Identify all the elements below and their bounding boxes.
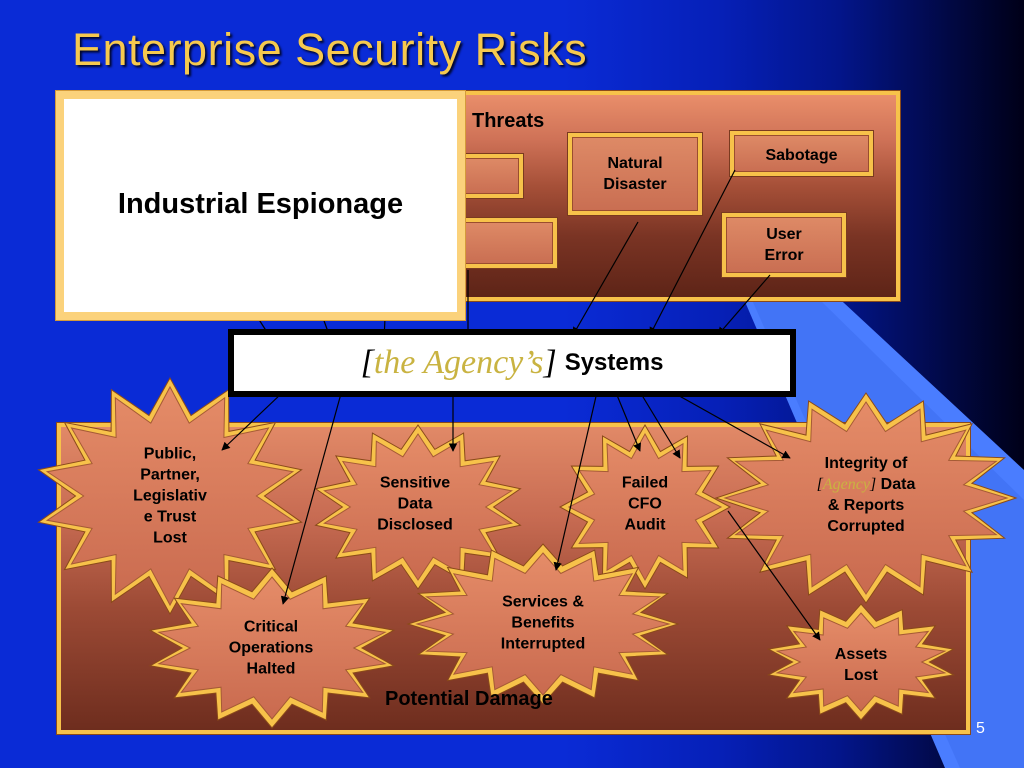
threats-label: Threats [472,110,545,132]
threat-user-error: User Error [722,213,846,277]
connector-arrow [717,274,771,336]
connector-arrow [639,391,681,459]
threat-user-error-label: User Error [764,226,804,264]
threat-sabotage: Sabotage [730,131,873,176]
connector-arrow [572,221,639,336]
damage-sensitive-data-disclosed: Sensitive Data Disclosed [377,474,453,534]
damage-integrity-corrupted: Integrity of [Agency] Data & Reports Cor… [817,453,916,537]
connector-arrow [221,392,283,451]
integrity-suffix: Data & Reports Corrupted [827,476,916,535]
page-number: 5 [976,720,985,737]
burst-critical-ops [157,576,387,720]
threat-sabotage-label: Sabotage [765,147,838,164]
burst-sensitive-data [323,433,513,581]
threat-natural-disaster: Natural Disaster [568,133,702,215]
systems-agency-name: the Agency’s [373,344,544,381]
connector-arrow [727,510,821,641]
connector-arrow [649,169,736,336]
systems-label: Systems [564,349,664,376]
threat-natural-disaster-label: Natural Disaster [603,155,667,193]
integrity-bracket-close: ] [869,476,877,493]
systems-bracket-close: ] [543,344,557,381]
burst-services [415,552,671,696]
integrity-agency: Agency [822,476,870,493]
burst-integrity [723,401,1009,595]
connector-arrow [553,391,598,571]
connector-arrow [280,389,343,605]
agency-systems-box: [the Agency’s] Systems [228,329,796,397]
integrity-prefix: Integrity of [824,455,908,472]
damage-assets-lost: Assets Lost [834,646,888,684]
damage-label: Potential Damage [385,688,553,710]
slide-title: Enterprise Security Risks [72,24,588,75]
damage-public-trust-lost: Public, Partner, Legislativ e Trust Lost [133,445,207,547]
systems-bracket-open: [ [360,344,374,381]
damage-failed-cfo-audit: Failed CFO Audit [621,474,669,534]
damage-critical-operations-halted: Critical Operations Halted [228,618,314,678]
integrity-bracket-open: [ [816,476,823,493]
industrial-espionage-card: Industrial Espionage [56,91,465,320]
industrial-espionage-label: Industrial Espionage [117,187,404,220]
damage-services-interrupted: Services & Benefits Interrupted [500,593,586,653]
